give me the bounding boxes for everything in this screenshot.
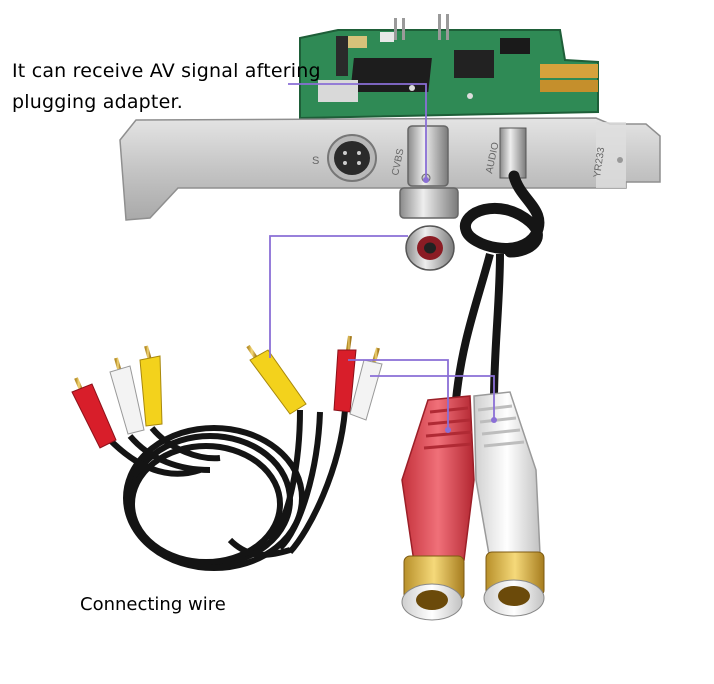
receive-signal-caption: It can receive AV signal aftering pluggi… (12, 56, 321, 118)
pointer-line-white (370, 375, 495, 420)
rca-plug-red-left (71, 377, 117, 449)
pointer-line-yellow (269, 235, 408, 358)
rca-plug-white-left (109, 357, 145, 435)
rca-plug-yellow-left (139, 345, 163, 427)
receive-caption-line1: It can receive AV signal aftering (12, 60, 321, 82)
pointer-line-red (348, 359, 449, 430)
rca-female-adapter-red (401, 395, 475, 621)
pointer-lines (269, 83, 495, 430)
pointer-line-cvbs (288, 83, 427, 178)
s-video-port (327, 134, 377, 182)
model-label: YR233 (592, 146, 607, 178)
rca-female-adapter-white (473, 391, 545, 617)
pci-bracket: S CVBS AUDIO YR233 (119, 117, 661, 221)
connecting-wire-caption: Connecting wire (80, 594, 226, 615)
rca-plug-yellow-right (246, 344, 307, 415)
bnc-cvbs-connector (399, 125, 459, 271)
receive-caption-line2: plugging adapter. (12, 91, 183, 113)
coiled-av-cable (107, 409, 348, 571)
pcb-board (299, 14, 599, 120)
rca-plug-red-right (333, 335, 357, 413)
s-port-label: S (312, 155, 319, 167)
